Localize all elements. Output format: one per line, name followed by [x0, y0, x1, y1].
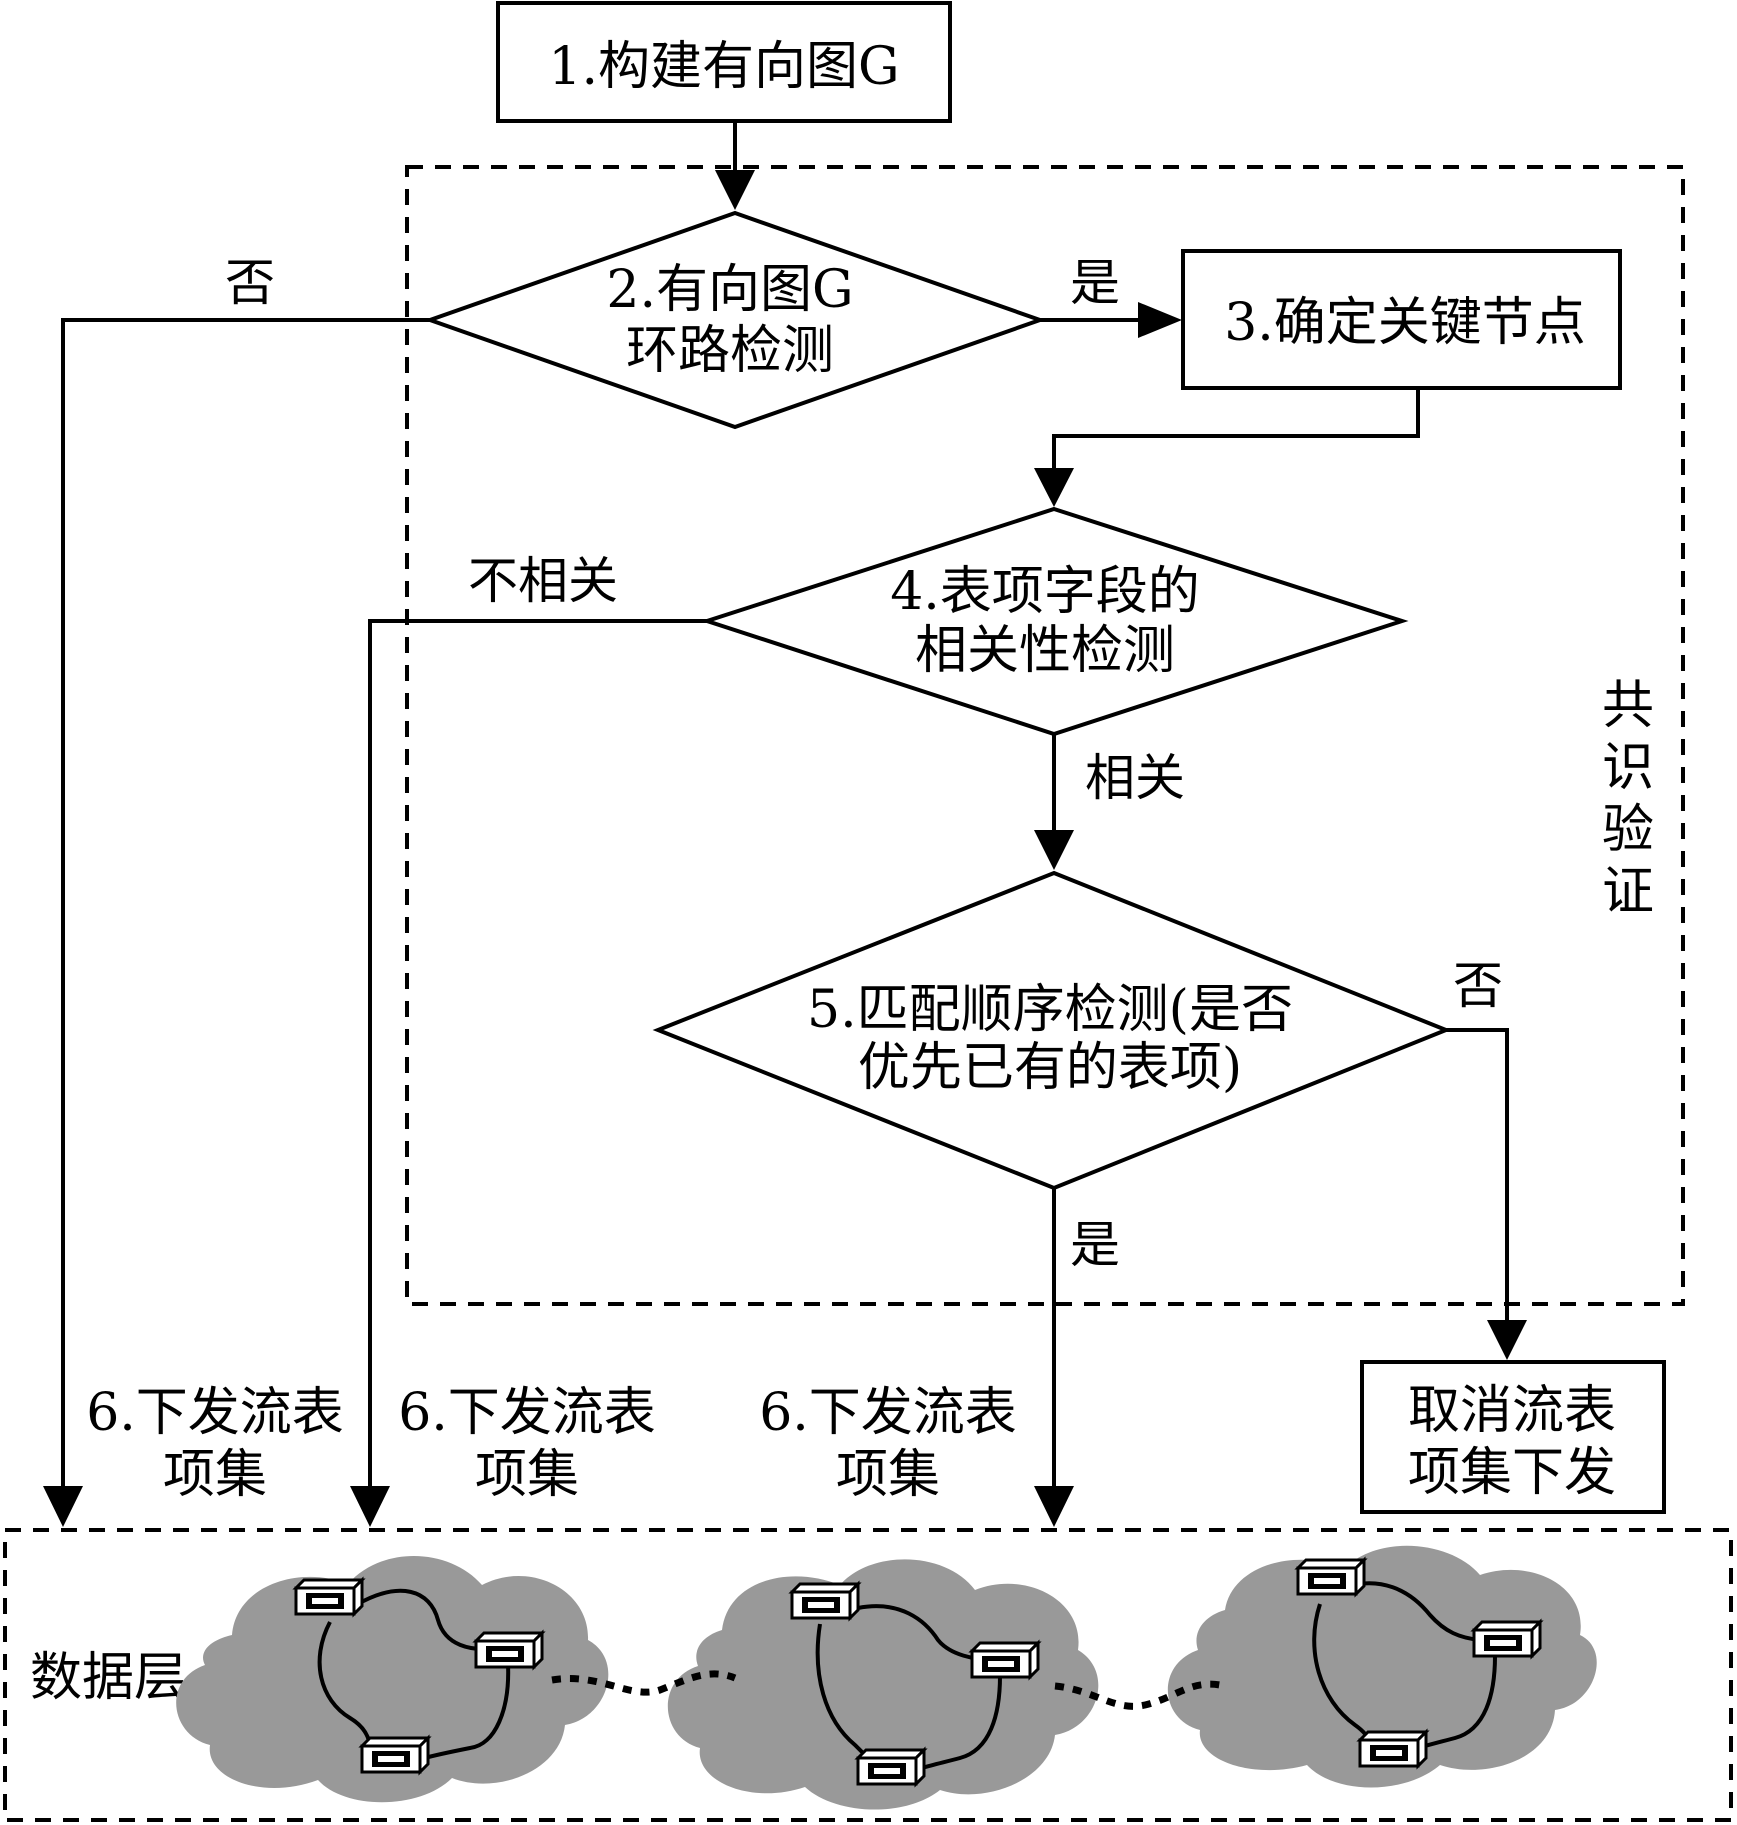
consensus-label-char-1: 共 [1602, 676, 1654, 736]
arrow-head [350, 1486, 390, 1527]
arrow-head [1034, 1486, 1074, 1527]
inter-cloud-link [1054, 1680, 1221, 1710]
step2-label-line2: 环路检测 [626, 321, 834, 381]
issue-label-1-line2: 项集 [163, 1445, 267, 1505]
step2-node: 2.有向图G 环路检测 [423, 210, 1047, 430]
network-switch-icon [358, 1734, 432, 1776]
cancel-label-line1: 取消流表 [1408, 1381, 1616, 1441]
step5-label-line2: 优先已有的表项) [858, 1038, 1242, 1098]
network-switch-icon [1356, 1728, 1430, 1770]
arrow-head [1034, 468, 1074, 507]
arrow-head [715, 170, 755, 210]
cancel-label-line2: 项集下发 [1408, 1443, 1616, 1503]
network-cloud-icon [176, 1555, 609, 1803]
consensus-region [405, 165, 1685, 1306]
consensus-label-char-3: 验 [1602, 800, 1654, 860]
step5-node: 5.匹配顺序检测(是否 优先已有的表项) [652, 870, 1452, 1191]
network-cloud-icon [1167, 1545, 1597, 1788]
step4-related-label: 相关 [1085, 749, 1185, 807]
step1-label: 1.构建有向图G [548, 37, 899, 97]
step2-yes-label: 是 [1070, 254, 1120, 312]
network-switch-icon [854, 1746, 928, 1788]
step4-label-line1: 4.表项字段的 [890, 562, 1200, 622]
issue-label-3-line1: 6.下发流表 [759, 1383, 1017, 1443]
network-switch-icon [788, 1580, 862, 1622]
network-switch-icon [472, 1629, 546, 1671]
step4-node: 4.表项字段的 相关性检测 [700, 506, 1409, 737]
issue-label-2-line1: 6.下发流表 [398, 1383, 656, 1443]
step4-unrelated-label: 不相关 [468, 552, 618, 610]
issue-label-3-line2: 项集 [836, 1445, 940, 1505]
step3-label: 3.确定关键节点 [1224, 293, 1586, 353]
step2-no-label: 否 [225, 254, 275, 312]
step5-no-label: 否 [1453, 957, 1503, 1015]
cancel-node: 取消流表 项集下发 [1360, 1360, 1666, 1514]
step5-label-line1: 5.匹配顺序检测(是否 [807, 980, 1293, 1040]
step4-label-line2: 相关性检测 [915, 621, 1175, 681]
network-switch-icon [1470, 1618, 1544, 1660]
consensus-label-char-4: 证 [1602, 862, 1654, 922]
consensus-label-char-2: 识 [1602, 738, 1654, 798]
network-switch-icon [292, 1576, 366, 1618]
network-cloud-icon [667, 1559, 1099, 1810]
step3-node: 3.确定关键节点 [1181, 249, 1622, 390]
issue-label-1-line1: 6.下发流表 [86, 1383, 344, 1443]
arrow-head [1034, 830, 1074, 870]
step5-yes-label: 是 [1070, 1216, 1120, 1274]
step1-node: 1.构建有向图G [496, 1, 952, 123]
step2-label-line1: 2.有向图G [606, 260, 853, 320]
arrow-head [1138, 302, 1182, 338]
arrow-head [1487, 1320, 1527, 1360]
data-layer-label: 数据层 [30, 1648, 186, 1708]
issue-label-2-line2: 项集 [475, 1445, 579, 1505]
network-switch-icon [1294, 1556, 1368, 1598]
network-switch-icon [968, 1639, 1042, 1681]
arrow-head [43, 1486, 83, 1527]
inter-cloud-link [551, 1670, 737, 1696]
